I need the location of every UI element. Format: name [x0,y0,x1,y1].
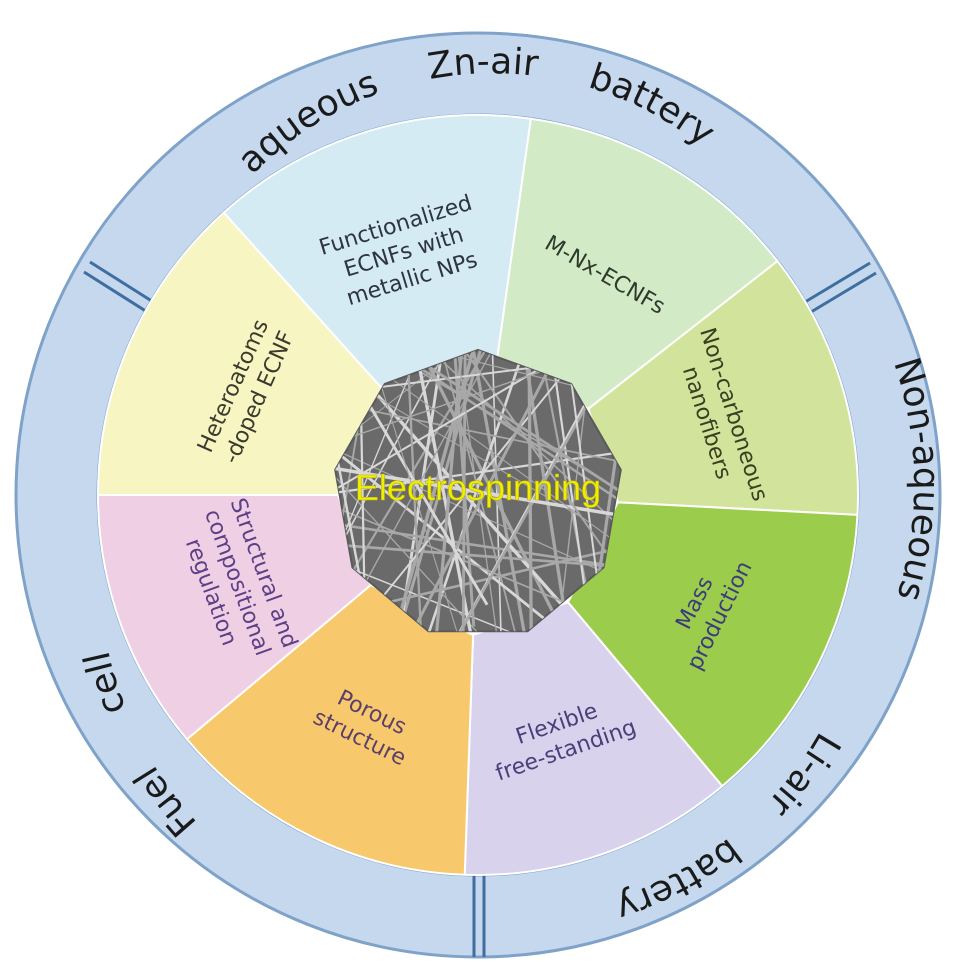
divider-top-right [799,261,871,307]
segment-flexible [463,601,724,876]
fiber-strand [335,350,514,632]
fiber-strand [335,350,621,569]
fiber-strand [431,350,528,632]
segment-non-carboneous [587,259,859,516]
fiber-strand [538,350,612,632]
fiber-strand [335,365,586,632]
fiber-strand [433,350,483,632]
ring-dividers [83,260,877,957]
fiber-strand [335,350,590,568]
fiber-strand [395,350,497,632]
fiber-strand [387,350,621,632]
segment-group: Heteroatoms-doped ECNFFunctionalizedECNF… [96,114,859,876]
fiber-strand [515,350,617,632]
fiber-strand [335,350,621,601]
fiber-strand [567,350,621,632]
segment-functionalized [222,114,533,393]
fiber-strand [335,350,621,518]
fiber-strand [335,350,484,632]
fiber-strand [335,441,621,517]
fiber-strand [436,350,476,627]
ring-top-word-2: Zn-air [425,41,540,88]
fiber-strand [335,350,558,619]
fiber-strand [335,372,621,478]
fiber-strand [335,350,493,632]
fiber-strand [335,350,470,632]
fiber-strand [399,350,427,632]
fiber-strand [349,372,606,632]
center-label: Electrospinning [355,467,601,508]
segment-mass [566,501,859,788]
fiber-strand [460,350,467,632]
divider-top-right-2 [805,271,877,317]
fiber-strand [335,350,571,632]
divider-top-left-2 [83,270,153,317]
segment-structural [96,494,372,741]
fiber-strand [424,350,558,632]
fiber-strand [335,350,621,473]
segment-porous [185,583,475,876]
fiber-strand [335,527,621,571]
segment-mnx [496,117,779,411]
fiber-strand [335,497,621,632]
fiber-strand [527,350,535,632]
divider-top-left [89,260,159,307]
fiber-strand [394,350,474,632]
fiber-strand [455,350,529,632]
fiber-strand [335,501,621,583]
fiber-strand [433,350,621,632]
fiber-strand [368,350,537,632]
segment-heteroatoms [96,211,386,496]
fiber-strand [335,350,400,632]
nanofiber-texture [335,350,621,632]
